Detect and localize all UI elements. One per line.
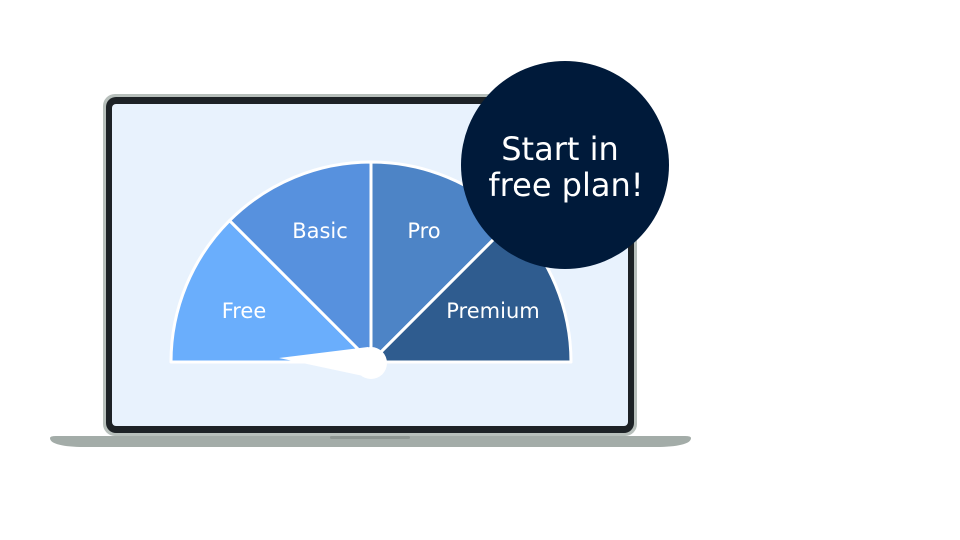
gauge-hub	[355, 347, 387, 379]
badge-line-1: Start in	[501, 130, 619, 168]
gauge-needle	[279, 347, 368, 377]
gauge-segment-basic	[228, 160, 373, 364]
laptop-notch	[330, 436, 410, 439]
gauge-segment-free	[169, 219, 373, 364]
laptop-base	[50, 436, 691, 447]
gauge-label-free: Free	[222, 299, 267, 323]
gauge-label-pro: Pro	[407, 219, 440, 243]
free-plan-badge: Start in free plan!	[461, 61, 669, 269]
gauge-label-premium: Premium	[446, 299, 539, 323]
gauge-label-basic: Basic	[292, 219, 348, 243]
badge-line-2: free plan!	[488, 166, 643, 204]
badge-circle	[461, 61, 669, 269]
